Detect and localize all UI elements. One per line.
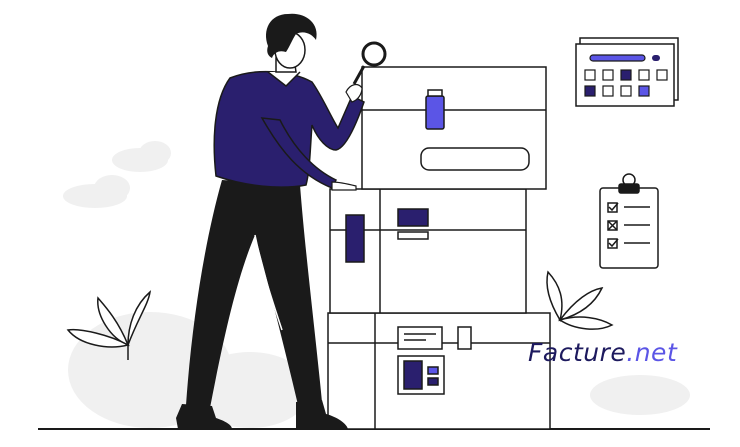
clipboard-checklist-icon bbox=[599, 173, 659, 269]
brand-tld: .net bbox=[626, 338, 678, 367]
box-middle bbox=[329, 188, 527, 314]
magnifier-icon bbox=[352, 41, 387, 85]
calendar-icon bbox=[575, 37, 679, 107]
leaf-icon bbox=[66, 290, 152, 360]
brand-name: Facture bbox=[528, 338, 627, 367]
brand-logo: Facture.net bbox=[528, 338, 677, 367]
box-bottom bbox=[327, 312, 551, 430]
cloud-icon bbox=[63, 141, 690, 428]
box-top bbox=[361, 66, 547, 190]
leaf-icon bbox=[546, 270, 614, 330]
person-figure bbox=[176, 13, 365, 429]
